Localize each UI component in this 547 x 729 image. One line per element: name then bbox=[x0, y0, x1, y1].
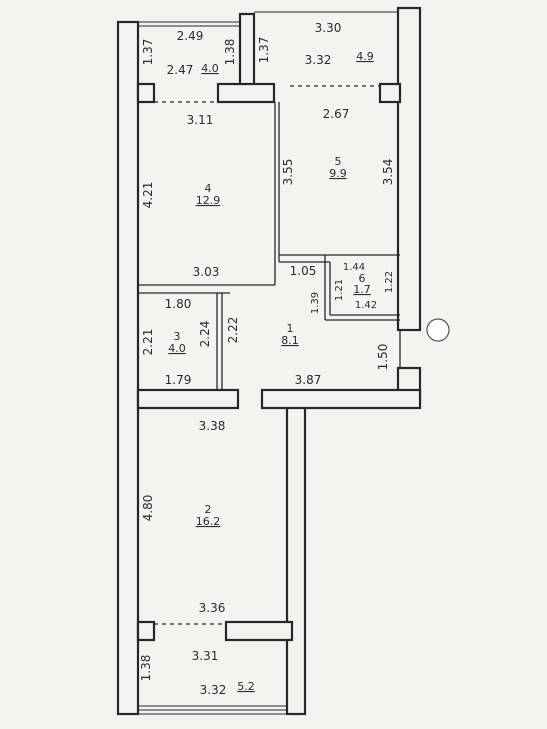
wall-mid-left bbox=[136, 388, 240, 410]
dim-label: 4.80 bbox=[141, 495, 155, 522]
dim-label: 3.87 bbox=[295, 373, 322, 387]
dim-label: 3.55 bbox=[281, 159, 295, 186]
walls bbox=[116, 6, 422, 716]
room-6-area: 1.7 bbox=[353, 283, 371, 296]
dim-label: 1.80 bbox=[165, 297, 192, 311]
dim-label: 1.79 bbox=[165, 373, 192, 387]
wall-stub-br bbox=[224, 620, 294, 642]
dim-label: 2.22 bbox=[226, 317, 240, 344]
wall-stub-bl bbox=[136, 620, 156, 642]
room-3-number: 3 bbox=[174, 330, 181, 343]
dim-label: 2.49 bbox=[177, 29, 204, 43]
balcony-tr-area: 4.9 bbox=[356, 50, 374, 63]
wall-stub-tr bbox=[378, 82, 402, 104]
wall-right-lower bbox=[285, 394, 307, 716]
wall-mid-right bbox=[260, 388, 422, 410]
wall-stub-tl bbox=[136, 82, 156, 104]
dim-label: 1.37 bbox=[141, 39, 155, 66]
dim-label: 3.03 bbox=[193, 265, 220, 279]
dim-label: 4.21 bbox=[141, 182, 155, 209]
dim-label: 3.30 bbox=[315, 21, 342, 35]
room-5-number: 5 bbox=[335, 155, 342, 168]
dim-label: 1.50 bbox=[376, 344, 390, 371]
dim-label: 1.44 bbox=[343, 262, 365, 273]
dim-label: 3.11 bbox=[187, 113, 214, 127]
entrance-marker bbox=[426, 318, 450, 342]
wall-left-outer bbox=[116, 20, 140, 716]
balcony-tl-area: 4.0 bbox=[201, 62, 219, 75]
room-1-number: 1 bbox=[287, 322, 294, 335]
wall-top-divider bbox=[238, 12, 256, 91]
room-6-number: 6 bbox=[359, 272, 366, 285]
dim-label: 1.42 bbox=[355, 300, 377, 311]
dim-label: 3.31 bbox=[192, 649, 219, 663]
dim-label: 3.36 bbox=[199, 601, 226, 615]
room-2-area: 16.2 bbox=[196, 515, 221, 528]
dim-label: 1.38 bbox=[139, 655, 153, 682]
dim-label: 1.39 bbox=[310, 292, 321, 314]
dim-label: 3.54 bbox=[381, 159, 395, 186]
room-1-area: 8.1 bbox=[281, 334, 299, 347]
dim-label: 3.38 bbox=[199, 419, 226, 433]
dim-label: 1.38 bbox=[223, 39, 237, 66]
room-4-area: 12.9 bbox=[196, 194, 221, 207]
dim-label: 1.37 bbox=[257, 37, 271, 64]
wall-stub-tm bbox=[216, 82, 276, 104]
room-2-number: 2 bbox=[205, 503, 212, 516]
dim-label: 1.21 bbox=[334, 279, 345, 301]
dim-label: 3.32 bbox=[305, 53, 332, 67]
room-4-number: 4 bbox=[205, 182, 212, 195]
dim-label: 3.32 bbox=[200, 683, 227, 697]
dim-label: 1.22 bbox=[384, 271, 395, 293]
dimension-labels: 2.49 1.37 1.38 1.37 3.30 2.47 3.32 3.11 … bbox=[139, 21, 395, 697]
room-labels: 4 12.9 5 9.9 6 1.7 1 8.1 3 4.0 2 16.2 4.… bbox=[168, 50, 374, 693]
room-5-area: 9.9 bbox=[329, 167, 347, 180]
room-3-area: 4.0 bbox=[168, 342, 186, 355]
partitions bbox=[138, 102, 401, 390]
wall-right-upper bbox=[396, 6, 422, 332]
balconies bbox=[138, 11, 398, 715]
dim-label: 1.05 bbox=[290, 264, 317, 278]
dim-label: 2.24 bbox=[198, 321, 212, 348]
dim-label: 2.67 bbox=[323, 107, 350, 121]
balcony-b-area: 5.2 bbox=[237, 680, 255, 693]
dim-label: 2.21 bbox=[141, 329, 155, 356]
dim-label: 2.47 bbox=[167, 63, 194, 77]
